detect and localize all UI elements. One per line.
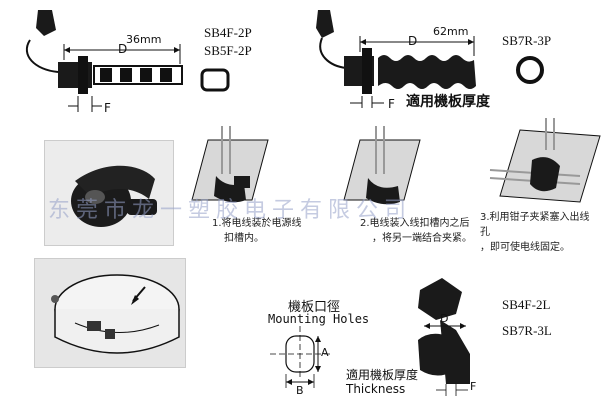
- watermark-company: 东莞市龙一塑胶电子有限公司: [48, 198, 413, 223]
- bushing-head: [36, 10, 56, 36]
- label-f-3: F: [470, 380, 477, 393]
- model-sb5f-2p: SB5F-2P: [204, 43, 252, 58]
- cross-section-oval: [200, 68, 230, 92]
- step-3-number: 3.: [480, 212, 490, 223]
- label-d-2: D: [408, 34, 418, 48]
- step-2-line1: 电线装入线扣槽内之后: [369, 218, 470, 229]
- photo-bushing: [44, 140, 174, 246]
- label-d-3: D: [440, 312, 449, 325]
- step-1-number: 1.: [212, 218, 222, 229]
- model-sb7r-3p: SB7R-3P: [502, 33, 552, 48]
- step-2-text: 2.电线装入线扣槽内之后 ，将另一端结合夹紧。: [360, 216, 480, 246]
- step-1-line2: 扣槽内。: [224, 233, 264, 244]
- step-3-text: 3.利用钳子夹紧塞入出线 孔 ，即可使电线固定。: [480, 210, 610, 255]
- photo-appliance: [34, 258, 186, 368]
- label-d: D: [118, 42, 128, 56]
- step-1-text: 1.将电线装於电源线 扣槽内。: [212, 216, 332, 246]
- caption-board-thickness: 適用機板厚度: [406, 94, 490, 110]
- model-sb4f-2l: SB4F-2L: [502, 297, 551, 312]
- label-a: A: [321, 346, 329, 359]
- step-2-number: 2.: [360, 218, 370, 229]
- dimension-62mm: 62mm: [433, 25, 469, 38]
- model-sb4f-2p: SB4F-2P: [204, 25, 252, 40]
- step-3-line1: 利用钳子夹紧塞入出线: [489, 212, 590, 223]
- model-sb7r-3l: SB7R-3L: [502, 323, 552, 338]
- label-f: F: [104, 101, 111, 115]
- mounting-title-cn: 機板口徑: [288, 300, 341, 315]
- dimension-36mm: 36mm: [126, 33, 162, 46]
- label-f-2: F: [388, 97, 395, 111]
- thickness-en: Thickness: [346, 382, 406, 396]
- cable-line: [25, 39, 59, 73]
- thickness-cn: 適用機板厚度: [346, 368, 419, 382]
- step-3-line3: ，即可使电线固定。: [480, 242, 570, 253]
- mounting-title-en: Mounting Holes: [268, 312, 370, 326]
- step-2-line2: ，将另一端结合夹紧。: [372, 233, 472, 244]
- label-b: B: [296, 384, 304, 397]
- step-1-line1: 将电线装於电源线: [221, 218, 302, 229]
- step-3-line2: 孔: [480, 227, 490, 238]
